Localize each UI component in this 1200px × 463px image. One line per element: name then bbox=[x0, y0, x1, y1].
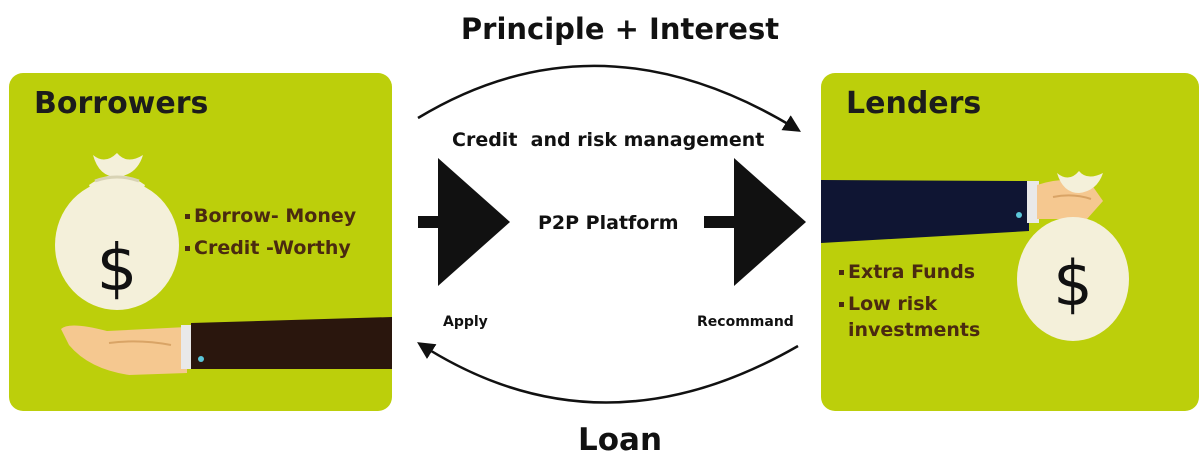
bullet-extra-funds: Extra Funds bbox=[839, 256, 980, 288]
apply-label: Apply bbox=[443, 314, 488, 330]
lenders-panel: Lenders $ Extra Funds Low risk investmen… bbox=[821, 73, 1199, 411]
borrower-illustration: $ bbox=[55, 153, 392, 375]
borrowers-bullets: Borrow- Money Credit -Worthy bbox=[185, 200, 356, 264]
hand-icon bbox=[61, 317, 392, 375]
platform-heading: Credit and risk management bbox=[452, 129, 765, 151]
hand-icon bbox=[821, 179, 1103, 243]
bullet-low-risk: Low risk bbox=[839, 288, 980, 320]
dollar-money-bag-icon: $ bbox=[55, 153, 179, 310]
principle-interest-label: Principle + Interest bbox=[460, 12, 780, 46]
svg-text:$: $ bbox=[1053, 247, 1092, 320]
lenders-bullets: Extra Funds Low risk investments bbox=[839, 256, 980, 346]
borrowers-panel: Borrowers $ Borrow- Money Credit -Worthy bbox=[9, 73, 392, 411]
svg-text:$: $ bbox=[97, 232, 138, 306]
bottom-curved-arrow bbox=[417, 342, 799, 404]
bullet-low-risk-continued: investments bbox=[848, 319, 981, 341]
apply-arrow-icon bbox=[418, 158, 510, 286]
lender-illustration: $ bbox=[821, 171, 1129, 341]
bullet-credit-worthy: Credit -Worthy bbox=[185, 232, 356, 264]
top-curved-arrow bbox=[417, 64, 801, 132]
dollar-money-bag-icon: $ bbox=[1017, 171, 1129, 341]
loan-label: Loan bbox=[577, 422, 663, 458]
bullet-borrow-money: Borrow- Money bbox=[185, 200, 356, 232]
recommend-arrow-icon bbox=[704, 158, 806, 286]
p2p-platform-label: P2P Platform bbox=[538, 212, 679, 234]
borrowers-title: Borrowers bbox=[34, 86, 209, 121]
lenders-title: Lenders bbox=[846, 86, 982, 121]
recommend-label: Recommand bbox=[697, 314, 794, 330]
